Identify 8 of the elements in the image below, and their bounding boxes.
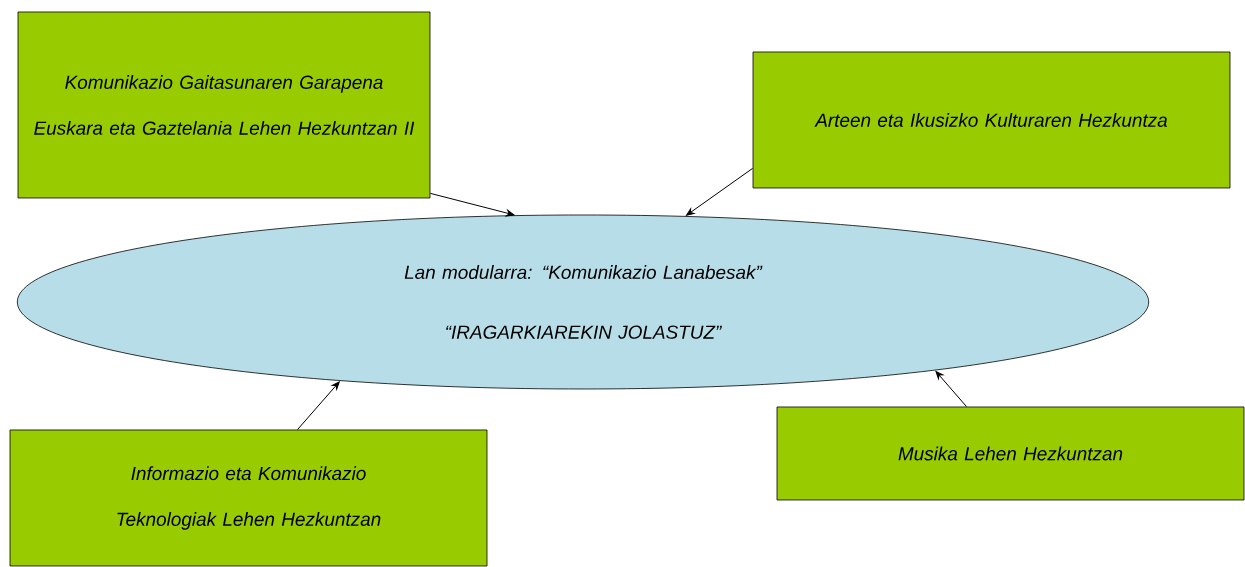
- arrow: [686, 167, 754, 216]
- arrow: [935, 370, 967, 408]
- arrow: [297, 381, 340, 431]
- arrow: [429, 192, 515, 217]
- subject-box: Informazio eta Komunikazio Teknologiak Lehen Hezkuntzan: [9, 429, 488, 567]
- subject-box: Musika Lehen Hezkuntzan: [776, 406, 1245, 501]
- subject-box: Arteen eta Ikusizko Kulturaren Hezkuntza: [752, 51, 1231, 189]
- subject-box: Komunikazio Gaitasunaren Garapena Euskara eta Gaztelania Lehen Hezkuntzan II: [17, 11, 431, 199]
